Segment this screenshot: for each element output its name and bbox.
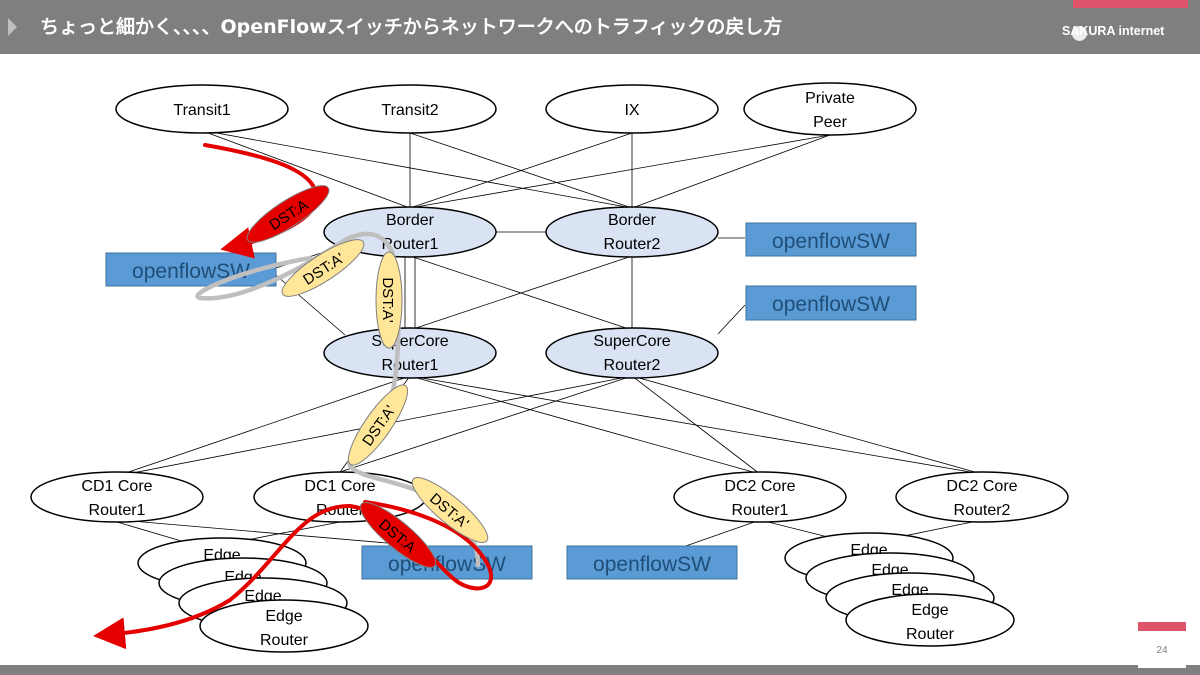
node-ix-label: IX [624,102,639,119]
brand-logo-text: SAKURA internet [1062,24,1165,38]
node-supercore-router2-label-1: SuperCore [593,333,670,350]
node-supercore-router1: SuperCore Router1 [323,327,497,379]
node-dc2-core-router1-label-2: Router1 [732,502,789,519]
node-dc1-core-router-label-1: DC1 Core [304,478,375,495]
flow-label-red-bottom: DST:A [359,502,437,568]
node-border-router2-label-2: Router2 [604,236,661,253]
node-border-router2: Border Router2 [545,206,719,258]
connection-lines [116,129,983,549]
node-supercore-router2: SuperCore Router2 [545,327,719,379]
flow-label-yellow-vertical-text: DST:A' [379,277,396,323]
edge-router-right-label-2: Router [906,626,955,643]
slide-title: ちょっと細かく、、、、OpenFlowスイッチからネットワークへのトラフィックの… [40,16,783,38]
node-cd1-core-router1-label-1: CD1 Core [81,478,152,495]
flow-label-red-top: DST:A [246,185,330,243]
node-dc2-core-router2: DC2 Core Router2 [895,471,1069,523]
page-number-accent [1138,622,1186,631]
openflow-switch-supercore-label: openflowSW [772,293,890,316]
node-border-router1-label-2: Router1 [382,236,439,253]
node-dc2-core-router1-label-1: DC2 Core [724,478,795,495]
flow-label-yellow-vertical: DST:A' [375,251,403,349]
node-private-peer-label-2: Peer [813,114,847,131]
node-border-router1-label-1: Border [386,212,435,229]
openflow-switch-border: openflowSW [745,222,917,257]
edge-router-stack-right: Edge Edge Edge Edge Router [784,532,1015,647]
page-number: 24 [1138,638,1186,668]
openflow-switch-dc2-label: openflowSW [593,553,711,576]
node-private-peer-label-1: Private [805,90,855,107]
node-border-router1: Border Router1 [323,206,497,258]
openflow-switch-dc2: openflowSW [566,545,738,580]
node-transit2-label: Transit2 [381,102,438,119]
openflow-switch-left: openflowSW [105,252,277,287]
node-private-peer: Private Peer [743,82,917,136]
node-dc1-core-router: DC1 Core Router [253,471,427,523]
slide-header [0,0,1200,54]
node-cd1-core-router1-label-2: Router1 [89,502,146,519]
slide-footer [0,665,1200,675]
node-transit1-label: Transit1 [173,102,230,119]
node-dc2-core-router2-label-2: Router2 [954,502,1011,519]
node-supercore-router2-label-2: Router2 [604,357,661,374]
node-dc2-core-router2-label-1: DC2 Core [946,478,1017,495]
openflow-switch-left-label: openflowSW [132,260,250,283]
edge-router-left-label-1: Edge [265,608,302,625]
node-transit2: Transit2 [323,84,497,134]
edge-router-stack-left: Edge Edge Edge Edge Router [137,537,369,653]
edge-router-left-label-2: Router [260,632,309,649]
node-ix: IX [545,84,719,134]
flow-label-yellow-middle: DST:A' [347,384,409,466]
edge-router-right-label-1: Edge [911,602,948,619]
sakura-logo-icon [1072,26,1087,41]
node-dc2-core-router1: DC2 Core Router1 [673,471,847,523]
openflow-switch-supercore: openflowSW [745,285,917,321]
node-transit1: Transit1 [115,84,289,134]
header-arrow-icon [8,18,17,36]
openflow-switch-border-label: openflowSW [772,230,890,253]
node-supercore-router1-label-2: Router1 [382,357,439,374]
node-cd1-core-router1: CD1 Core Router1 [30,471,204,523]
node-border-router2-label-1: Border [608,212,657,229]
brand-accent-bar [1073,0,1188,8]
flow-label-yellow-left: DST:A' [281,239,365,297]
